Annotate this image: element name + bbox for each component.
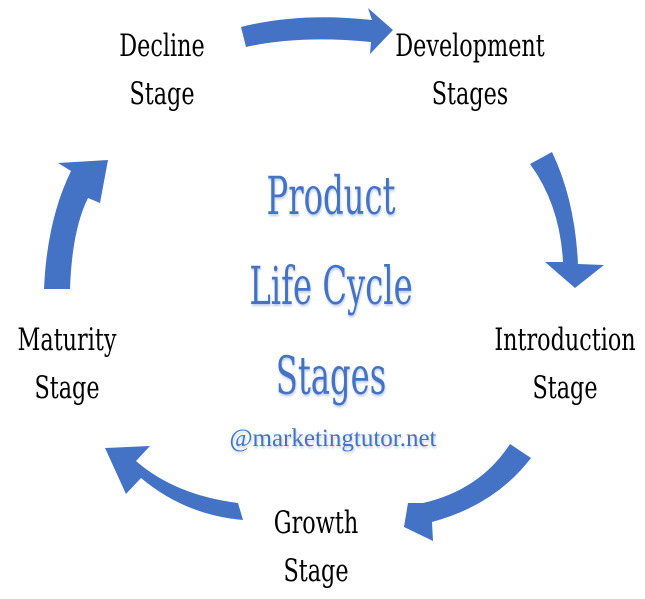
stage-growth-line1: Growth: [273, 505, 359, 541]
stage-development-line1: Development: [395, 28, 545, 64]
stage-development-line2: Stages: [431, 76, 509, 112]
stage-growth: Growth Stage: [274, 499, 358, 595]
title-line2: Life Cycle: [249, 257, 413, 317]
stage-growth-line2: Stage: [283, 553, 349, 589]
curved-arrow-right-icon: [241, 8, 393, 54]
credit-watermark: @marketingtutor.net: [229, 425, 437, 452]
curved-arrow-down-left-icon: [404, 444, 531, 541]
curved-arrow-down-icon: [530, 152, 604, 288]
curved-arrow-up-left-icon: [105, 446, 243, 520]
diagram-title: Product Life Cycle Stages: [249, 152, 412, 422]
stage-maturity-line2: Stage: [34, 370, 100, 406]
stage-development: Development Stages: [395, 22, 545, 118]
stage-introduction-line1: Introduction: [494, 322, 636, 358]
stage-introduction: Introduction Stage: [494, 316, 635, 412]
stage-maturity: Maturity Stage: [18, 316, 117, 412]
curved-arrow-up-icon: [44, 160, 108, 289]
stage-introduction-line2: Stage: [532, 370, 598, 406]
stage-decline: Decline Stage: [119, 22, 204, 118]
stage-maturity-line1: Maturity: [17, 322, 117, 358]
stage-decline-line2: Stage: [129, 76, 195, 112]
title-line1: Product: [266, 167, 396, 227]
stage-decline-line1: Decline: [119, 28, 205, 64]
title-line3: Stages: [275, 347, 387, 407]
